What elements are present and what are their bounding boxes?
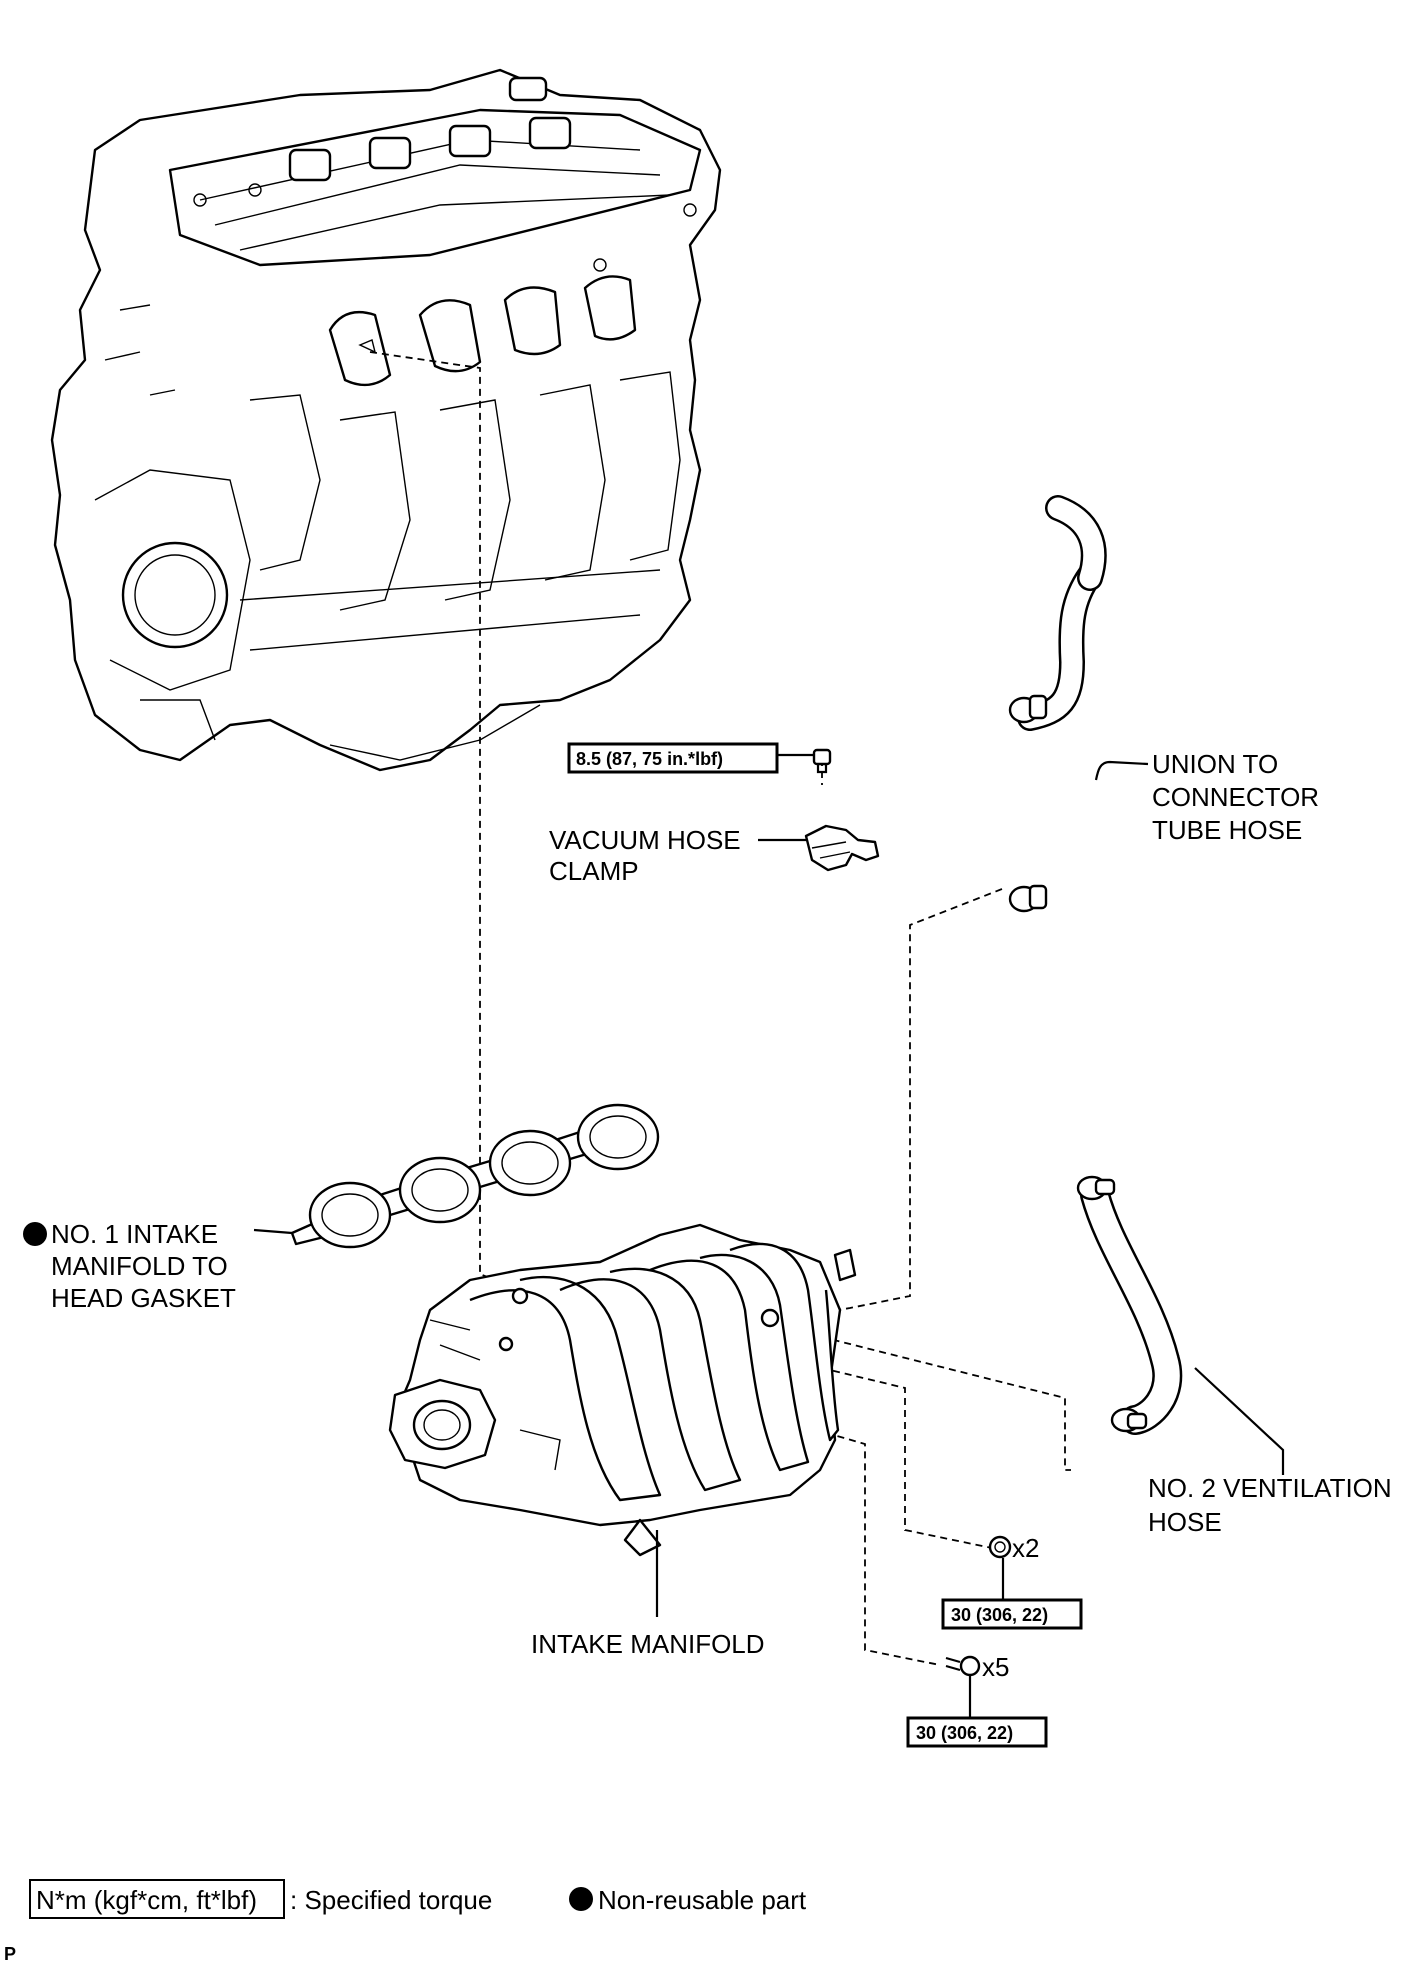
vacuum-hose-clamp-part — [804, 824, 880, 872]
label-intake-manifold: INTAKE MANIFOLD — [531, 1629, 765, 1659]
manifold-nut — [988, 1535, 1012, 1559]
hose-clamp-bottom — [1008, 884, 1048, 913]
hose-clamp-lower — [1110, 1407, 1148, 1433]
hose-clamp-upper — [1076, 1175, 1116, 1201]
corner-mark: P — [4, 1944, 16, 1963]
legend-torque-unit: N*m (kgf*cm, ft*lbf) — [36, 1885, 257, 1915]
label-line: NO. 1 INTAKE — [51, 1219, 218, 1249]
legend: N*m (kgf*cm, ft*lbf) : Specified torque … — [29, 1879, 807, 1919]
engine-block-illustration — [50, 68, 722, 772]
label-union-hose: UNION TO CONNECTOR TUBE HOSE — [1152, 749, 1319, 845]
torque-value-nut: 30 (306, 22) — [951, 1605, 1048, 1625]
label-line: NO. 2 VENTILATION — [1148, 1473, 1392, 1503]
intake-manifold-gasket-part — [290, 1103, 660, 1249]
label-line: HEAD GASKET — [51, 1283, 236, 1313]
label-gasket: NO. 1 INTAKE MANIFOLD TO HEAD GASKET — [23, 1219, 236, 1313]
clamp-bolt — [812, 748, 832, 774]
legend-non-reusable-text: Non-reusable part — [598, 1885, 807, 1915]
union-hose-part — [1008, 495, 1107, 913]
label-line: MANIFOLD TO — [51, 1251, 228, 1281]
label-line: TUBE HOSE — [1152, 815, 1302, 845]
label-line: UNION TO — [1152, 749, 1278, 779]
intake-manifold-part — [388, 1223, 857, 1557]
ventilation-hose-part — [1076, 1175, 1183, 1435]
torque-value-clamp: 8.5 (87, 75 in.*lbf) — [576, 749, 723, 769]
torque-value-bolt: 30 (306, 22) — [916, 1723, 1013, 1743]
label-line: CLAMP — [549, 856, 639, 886]
nut-quantity: x2 — [1012, 1533, 1039, 1563]
label-line: HOSE — [1148, 1507, 1222, 1537]
torque-callout-nut: 30 (306, 22) — [941, 1598, 1083, 1630]
hose-clamp-top — [1008, 694, 1048, 724]
torque-callout-bolt: 30 (306, 22) — [906, 1716, 1048, 1748]
manifold-bolt — [945, 1655, 981, 1677]
label-vacuum-hose-clamp: VACUUM HOSE CLAMP — [549, 825, 741, 886]
legend-non-reusable-dot — [569, 1887, 593, 1911]
label-line: VACUUM HOSE — [549, 825, 741, 855]
torque-callout-clamp-bolt: 8.5 (87, 75 in.*lbf) — [567, 742, 779, 774]
bolt-quantity: x5 — [982, 1652, 1009, 1682]
legend-torque-text: : Specified torque — [290, 1885, 492, 1915]
label-ventilation-hose: NO. 2 VENTILATION HOSE — [1148, 1473, 1392, 1537]
leader-lines — [253, 753, 1285, 1718]
label-line: CONNECTOR — [1152, 782, 1319, 812]
non-reusable-dot — [23, 1222, 47, 1246]
